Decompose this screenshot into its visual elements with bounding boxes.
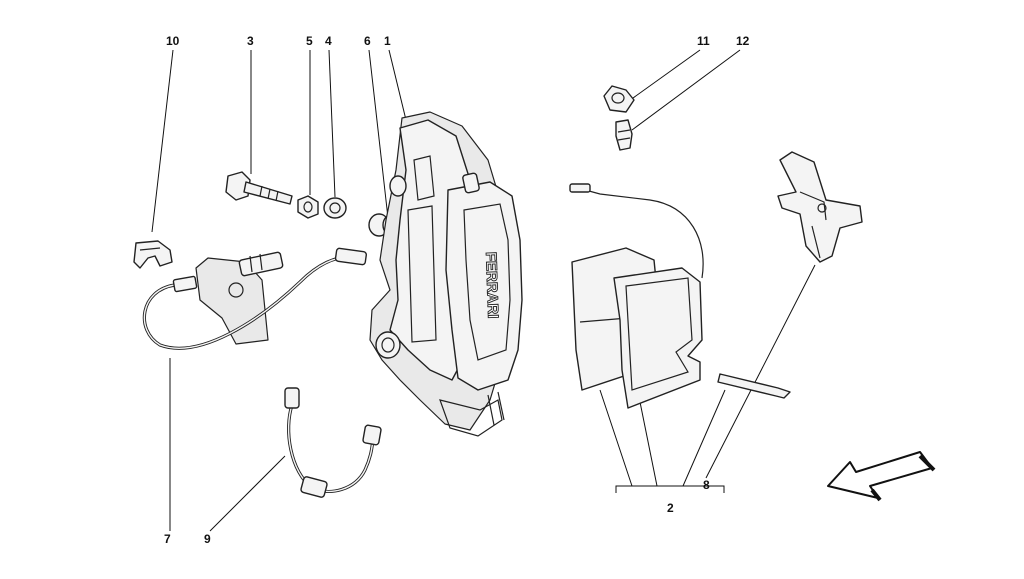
direction-arrow bbox=[827, 451, 936, 502]
callout-9: 9 bbox=[204, 532, 211, 546]
leader-lines bbox=[151, 49, 816, 532]
bleed-cap-11 bbox=[603, 85, 635, 113]
caliper-brand-text: FERRARI bbox=[482, 252, 501, 319]
rigid-pipe-9 bbox=[284, 387, 382, 498]
nut-5 bbox=[297, 195, 319, 219]
retaining-pin bbox=[717, 373, 791, 399]
washer-4 bbox=[323, 197, 347, 219]
callout-4: 4 bbox=[325, 34, 332, 48]
spring-clip-8 bbox=[777, 151, 863, 263]
brake-caliper-1: FERRARI bbox=[369, 111, 523, 437]
callout-2: 2 bbox=[667, 501, 674, 515]
bolt-3 bbox=[225, 171, 293, 205]
callout-10: 10 bbox=[166, 34, 180, 48]
callout-7: 7 bbox=[164, 532, 171, 546]
callout-12: 12 bbox=[736, 34, 750, 48]
callout-labels: 10 3 5 4 6 1 11 12 8 2 7 9 bbox=[164, 34, 750, 546]
callout-5: 5 bbox=[306, 34, 313, 48]
brake-pad-front bbox=[613, 267, 703, 409]
callout-8: 8 bbox=[703, 478, 710, 492]
bleed-screw-12 bbox=[615, 119, 633, 151]
callout-11: 11 bbox=[697, 34, 710, 48]
wear-sensor-wire bbox=[569, 183, 704, 279]
callout-1: 1 bbox=[384, 34, 391, 48]
clip-10 bbox=[133, 240, 173, 269]
flexible-hose-7 bbox=[142, 247, 368, 350]
callout-6: 6 bbox=[364, 34, 371, 48]
callout-3: 3 bbox=[247, 34, 254, 48]
